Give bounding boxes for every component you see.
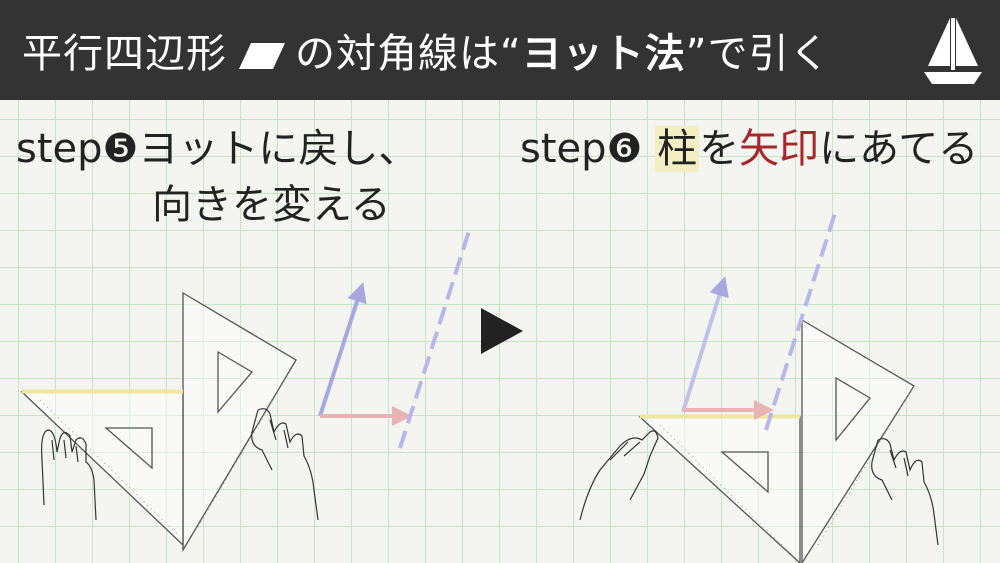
title-banner: 平行四辺形 の対角線は“ヨット法”で引く (0, 0, 1000, 100)
title-mid: の対角線は“ (295, 31, 522, 77)
parallelogram-icon (239, 43, 285, 69)
right-step-text: step❻ 柱を矢印にあてる (520, 124, 978, 174)
pillar-word: 柱 (655, 126, 700, 172)
right-step-tail: にあてる (819, 126, 979, 172)
title-suffix: ”で引く (685, 31, 831, 77)
tall-triangle-ruler-right (801, 318, 915, 563)
right-hand-left (579, 430, 659, 521)
right-step-lead: step❻ (520, 126, 656, 172)
left-hand-right (251, 408, 319, 521)
left-vectors (318, 227, 472, 449)
left-step-line1: step❺ヨットに戻し、 (16, 126, 419, 172)
set-square-left (20, 389, 184, 547)
sailboat-icon (924, 18, 982, 84)
right-vectors (681, 209, 838, 431)
right-scene (579, 209, 939, 563)
title-prefix: 平行四辺形 (22, 31, 227, 77)
set-square-right (638, 414, 801, 563)
right-step-mid: を (699, 126, 740, 172)
left-hand-left (41, 429, 97, 521)
left-step-line2: 向きを変える (152, 182, 391, 228)
arrow-word: 矢印 (739, 126, 820, 172)
right-hand-right (871, 438, 939, 546)
play-arrow-icon (481, 308, 523, 354)
page-title: 平行四辺形 の対角線は“ヨット法”で引く (22, 21, 830, 79)
left-scene (20, 227, 472, 553)
title-bold: ヨット法 (521, 31, 686, 77)
tall-triangle-ruler (182, 291, 297, 553)
